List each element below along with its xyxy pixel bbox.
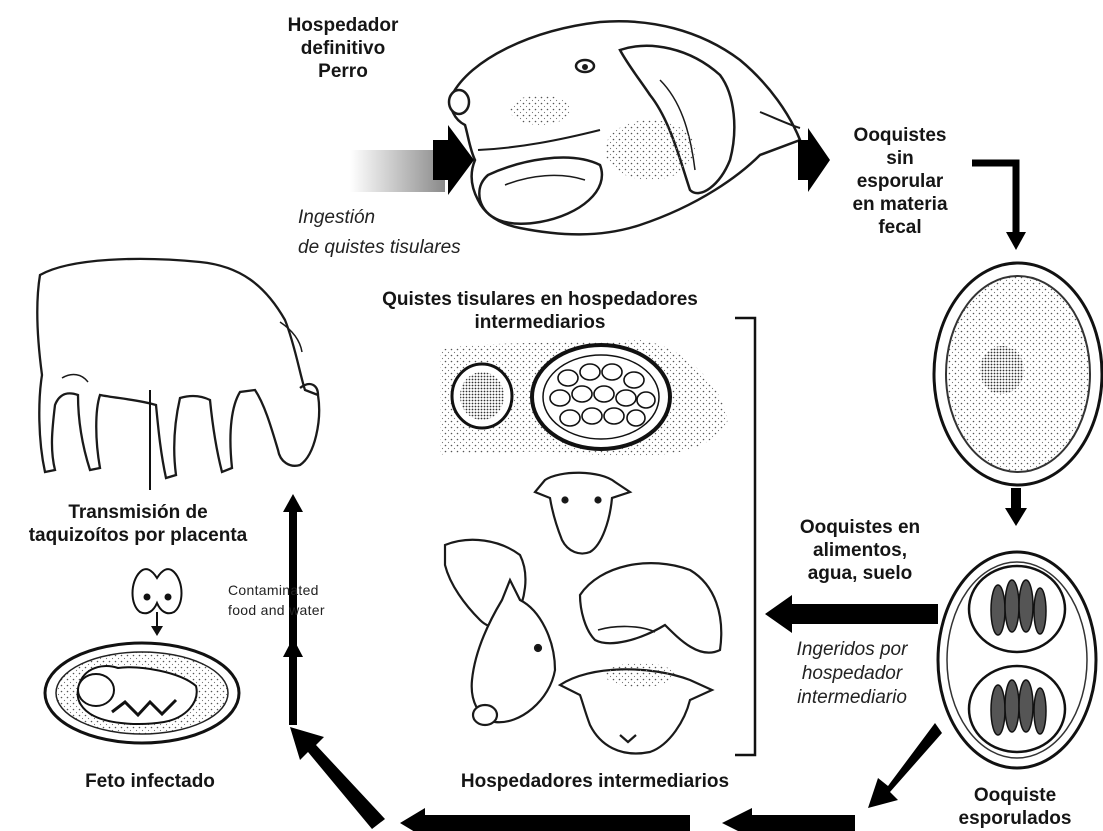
arrow-out-of-dog: [798, 128, 830, 192]
tissue-cyst-illustration: [440, 340, 728, 456]
infected-fetus-label: Feto infectado: [60, 770, 240, 793]
sporulated-oocysts-label: Ooquiste esporulados: [935, 784, 1095, 830]
placental-transmission-label: Transmisión de taquizoítos por placenta: [0, 501, 276, 547]
arrow-up-contaminated: [283, 638, 303, 725]
arrow-to-unsporulated-oocyst: [972, 163, 1026, 250]
intermediate-hosts-label: Hospedadores intermediarios: [430, 770, 760, 793]
arrow-bottom-left-diagonal: [290, 727, 385, 829]
ingested-by-intermediate-label: Ingeridos por hospedador intermediario: [762, 638, 942, 710]
arrow-up-to-cow: [283, 494, 303, 660]
definitive-host-label: Hospedador definitivo Perro: [268, 14, 418, 83]
ingestion-shade: [350, 150, 445, 192]
arrow-diagonal-down: [868, 723, 942, 808]
unsporulated-oocyst: [934, 263, 1102, 485]
hosts-bracket: [735, 318, 755, 755]
embryo-illustration: [133, 569, 182, 636]
contaminated-food-label: Contaminated food and water: [228, 580, 325, 620]
arrow-bottom-right: [722, 808, 855, 831]
intermediate-hosts-illustration: [445, 473, 721, 754]
arrow-bottom-middle: [400, 808, 690, 831]
tissue-cysts-title: Quistes tisulares en hospedadores interm…: [340, 288, 740, 334]
unsporulated-oocysts-label: Ooquistes sin esporular en materia fecal: [830, 124, 970, 239]
arrow-to-intermediate-hosts: [765, 595, 938, 633]
ingestion-label-line2: de quistes tisulares: [298, 236, 461, 260]
sporulated-oocyst: [938, 552, 1096, 768]
cow-illustration: [37, 259, 319, 478]
infected-fetus-illustration: [45, 643, 239, 743]
arrow-to-sporulated-oocyst: [1005, 488, 1027, 526]
ingestion-label-line1: Ingestión: [298, 206, 375, 230]
oocysts-in-food-label: Ooquistes en alimentos, agua, suelo: [780, 516, 940, 585]
